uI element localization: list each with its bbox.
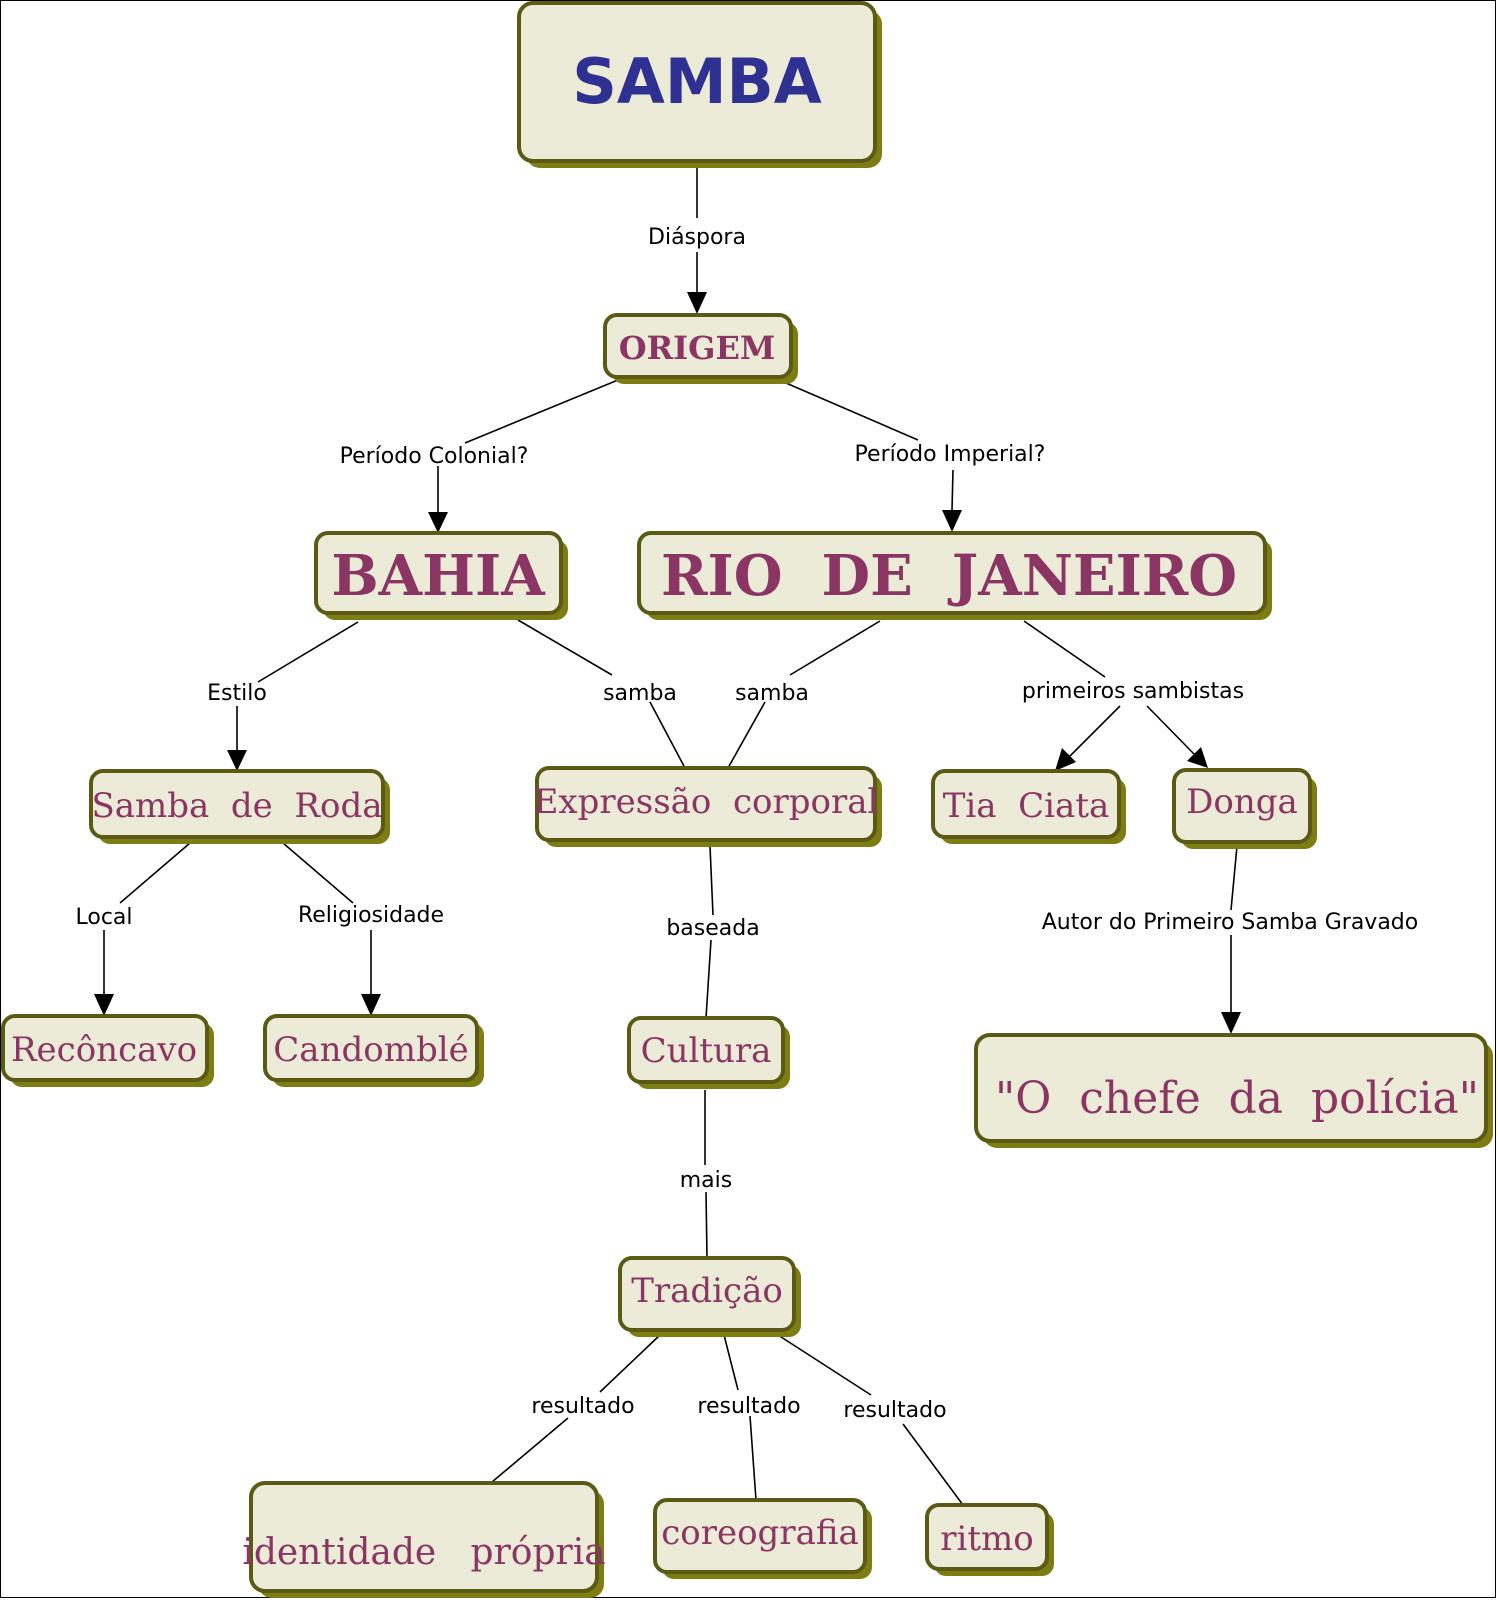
node-samba-de-roda[interactable]: Samba de Roda [89,769,390,844]
link-label-estilo: Estilo [207,681,267,706]
arrow-down-icon [1187,747,1208,768]
node-label-identidade: identidade própria [242,1532,605,1573]
node-box [653,1498,867,1574]
arrow-down-icon [94,994,114,1016]
link-line [119,842,191,904]
node-label-candomble: Candomblé [273,1030,468,1070]
link-label-resultado-3: resultado [843,1398,946,1423]
node-rio-de-janeiro[interactable]: RIO DE JANEIRO [637,531,1272,620]
arrow-down-icon [361,994,381,1016]
link-line [464,379,619,444]
node-cultura[interactable]: Cultura [627,1016,790,1089]
link-line [1069,705,1121,757]
link-line [705,1191,708,1259]
link-label-resultado-1: resultado [531,1394,634,1419]
link-label-autor: Autor do Primeiro Samba Gravado [1042,910,1418,935]
node-reconcavo[interactable]: Recôncavo [1,1014,214,1087]
node-bahia[interactable]: BAHIA [314,531,568,620]
link-line [727,701,766,769]
node-label-cultura: Cultura [641,1031,772,1071]
node-label-expressao: Expressão corporal [534,782,879,822]
link-line [517,619,613,676]
node-box [627,1016,785,1084]
link-line [777,1334,872,1396]
node-chefe-da-policia[interactable]: "O chefe da polícia" [974,1033,1493,1148]
link-line [705,939,712,1019]
links [94,168,1241,1506]
node-label-ritmo: ritmo [940,1519,1034,1559]
link-line [951,469,954,511]
node-box [517,1,877,163]
link-line [709,845,714,916]
link-line [1230,845,1238,911]
link-line [1146,705,1195,755]
link-line [1023,620,1106,678]
arrow-down-icon [1055,748,1076,771]
node-box [89,769,385,839]
link-label-samba-rio: samba [735,681,809,706]
node-box [249,1481,599,1593]
link-label-samba-bahia: samba [603,681,677,706]
link-label-baseada: baseada [666,916,759,941]
node-box [1,1014,209,1082]
link-line [257,621,359,683]
link-line [723,1334,739,1391]
link-line [491,1417,569,1483]
node-expressao-corporal[interactable]: Expressão corporal [534,766,882,847]
node-label-bahia: BAHIA [331,543,546,609]
arrow-down-icon [942,510,962,532]
node-label-origem: ORIGEM [619,329,776,367]
node-tia-ciata[interactable]: Tia Ciata [931,769,1126,844]
node-box [314,531,563,615]
link-label-local: Local [75,905,132,930]
link-line [649,701,686,769]
link-label-primeiros-sambistas: primeiros sambistas [1022,679,1244,704]
node-box [931,769,1121,839]
link-label-resultado-2: resultado [697,1394,800,1419]
link-line [599,1334,661,1393]
node-origem[interactable]: ORIGEM [603,313,798,384]
node-candomble[interactable]: Candomblé [263,1014,484,1087]
link-label-colonial: Período Colonial? [340,444,529,469]
arrow-down-icon [687,292,707,314]
node-label-samba-de-roda: Samba de Roda [91,786,382,826]
node-ritmo[interactable]: ritmo [925,1503,1054,1576]
node-label-donga: Donga [1186,782,1298,822]
link-line [789,620,881,676]
arrow-down-icon [1221,1012,1241,1034]
node-samba[interactable]: SAMBA [517,1,882,168]
link-line [785,382,919,441]
node-coreografia[interactable]: coreografia [653,1498,872,1579]
link-line [902,1423,964,1506]
node-label-reconcavo: Recôncavo [11,1030,197,1070]
node-box [618,1256,796,1332]
node-box [925,1503,1049,1571]
node-tradicao[interactable]: Tradição [618,1256,801,1337]
node-box [637,531,1267,615]
node-box [1172,768,1312,844]
node-label-coreografia: coreografia [661,1513,859,1553]
node-label-tradicao: Tradição [631,1271,783,1311]
node-box [263,1014,479,1082]
arrow-down-icon [227,750,247,771]
link-label-diaspora: Diáspora [648,225,746,250]
node-box [535,766,877,842]
node-donga[interactable]: Donga [1172,768,1317,849]
node-label-chefe: "O chefe da polícia" [995,1073,1479,1124]
link-label-mais: mais [680,1168,733,1193]
link-label-imperial: Período Imperial? [855,442,1046,467]
link-line [282,842,354,904]
node-label-tia-ciata: Tia Ciata [943,786,1110,826]
link-label-religiosidade: Religiosidade [298,903,444,928]
node-label-rio: RIO DE JANEIRO [661,543,1237,609]
link-line [749,1415,757,1501]
arrow-down-icon [428,512,448,533]
node-identidade-propria[interactable]: identidade própria [242,1481,606,1598]
link-labels: Diáspora Período Colonial? Período Imper… [75,225,1418,1423]
node-label-samba: SAMBA [572,45,822,118]
node-box [603,313,793,379]
node-box [974,1033,1488,1143]
